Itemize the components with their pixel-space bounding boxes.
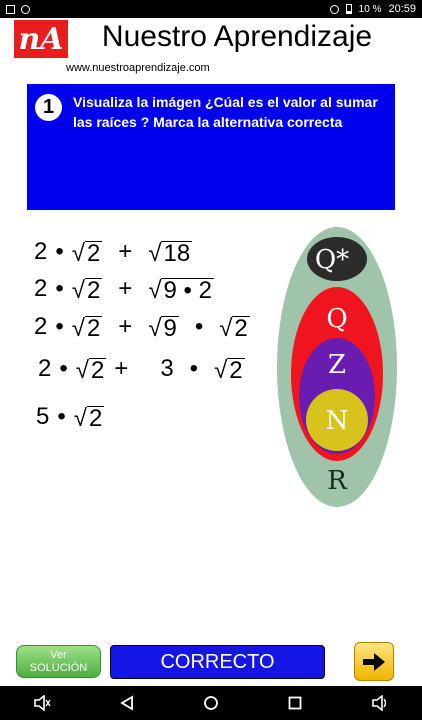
set-q-star-ellipse bbox=[307, 237, 367, 281]
next-button[interactable] bbox=[354, 642, 394, 681]
radicand: 9 bbox=[161, 314, 179, 342]
radicand: 9 • 2 bbox=[161, 276, 214, 304]
radical: √2 bbox=[214, 356, 245, 384]
multiply-dot: • bbox=[194, 313, 204, 340]
radicand: 18 bbox=[161, 239, 193, 267]
solution-label-line1: Ver bbox=[50, 648, 67, 661]
radical: √2 bbox=[219, 314, 250, 342]
radical: √2 bbox=[71, 239, 103, 267]
plus-sign: + bbox=[118, 313, 133, 340]
home-icon[interactable] bbox=[201, 693, 221, 713]
question-box: 1 Visualiza la imágen ¿Cúal es el valor … bbox=[27, 84, 395, 210]
radical: √9 • 2 bbox=[148, 276, 214, 304]
coefficient: 5 bbox=[36, 403, 50, 430]
radical: √2 bbox=[71, 314, 103, 342]
set-n-label: N bbox=[326, 406, 349, 436]
view-solution-button[interactable]: Ver SOLUCIÓN bbox=[16, 645, 101, 678]
plus-sign: + bbox=[114, 355, 129, 382]
battery-level: 10 % bbox=[358, 3, 382, 15]
app-logo: nA bbox=[14, 20, 68, 58]
battery-icon bbox=[345, 4, 352, 14]
radical: √2 bbox=[71, 276, 103, 304]
answer-status: CORRECTO bbox=[110, 645, 325, 679]
wifi-icon bbox=[329, 4, 339, 14]
radicand: 2 bbox=[232, 314, 250, 342]
radical: √9 bbox=[148, 314, 179, 342]
set-r-label: R bbox=[327, 466, 348, 496]
radicand: 2 bbox=[84, 276, 103, 304]
website-url: www.nuestroaprendizaje.com bbox=[66, 62, 210, 74]
radicand: 2 bbox=[84, 239, 103, 267]
coefficient: 2 bbox=[34, 275, 48, 302]
coefficient: 2 bbox=[34, 238, 48, 265]
multiply-dot: • bbox=[55, 238, 64, 265]
radical: √2 bbox=[73, 404, 105, 432]
recent-apps-icon[interactable] bbox=[285, 693, 305, 713]
math-step-5: 5 • √2 bbox=[36, 402, 105, 432]
gallery-icon bbox=[6, 4, 15, 14]
math-step-1: 2 • √2 + √18 bbox=[34, 237, 193, 267]
radical: √18 bbox=[148, 239, 193, 267]
navigation-bar bbox=[0, 686, 422, 720]
radical: √2 bbox=[75, 356, 107, 384]
set-n-ellipse bbox=[306, 389, 368, 451]
arrow-right-icon bbox=[363, 652, 385, 671]
back-icon[interactable] bbox=[117, 693, 137, 713]
coefficient: 2 bbox=[38, 355, 52, 382]
multiply-dot: • bbox=[55, 275, 64, 302]
radicand: 2 bbox=[86, 404, 105, 432]
math-step-2: 2 • √2 + √9 • 2 bbox=[34, 274, 214, 304]
volume-icon[interactable] bbox=[32, 693, 52, 713]
math-step-3: 2 • √2 + √9 • √2 bbox=[34, 312, 250, 342]
status-bar: 10 % 20:59 bbox=[0, 0, 422, 18]
multiply-dot: • bbox=[55, 313, 64, 340]
radicand: 2 bbox=[88, 356, 107, 384]
question-text: Visualiza la imágen ¿Cúal es el valor al… bbox=[73, 94, 378, 130]
set-q-star-label: Q* bbox=[315, 245, 349, 275]
solution-label-line2: SOLUCIÓN bbox=[29, 661, 88, 674]
math-step-4: 2 • √2 + 3 • √2 bbox=[38, 354, 245, 384]
coefficient: 2 bbox=[34, 313, 48, 340]
question-number: 1 bbox=[35, 94, 62, 121]
number-sets-diagram: Q* Q Z N R bbox=[277, 227, 397, 507]
multiply-dot: • bbox=[189, 355, 199, 382]
multiply-dot: • bbox=[59, 355, 68, 382]
volume-up-icon[interactable] bbox=[370, 693, 390, 713]
app-title: Nuestro Aprendizaje bbox=[101, 20, 373, 53]
radicand: 2 bbox=[227, 356, 245, 384]
notification-icon bbox=[21, 4, 30, 14]
set-q-label: Q bbox=[326, 304, 347, 334]
clock: 20:59 bbox=[388, 3, 416, 15]
set-z-label: Z bbox=[328, 350, 346, 380]
radicand: 2 bbox=[84, 314, 103, 342]
coefficient: 3 bbox=[160, 355, 174, 382]
plus-sign: + bbox=[118, 238, 133, 265]
plus-sign: + bbox=[118, 275, 133, 302]
multiply-dot: • bbox=[57, 403, 66, 430]
